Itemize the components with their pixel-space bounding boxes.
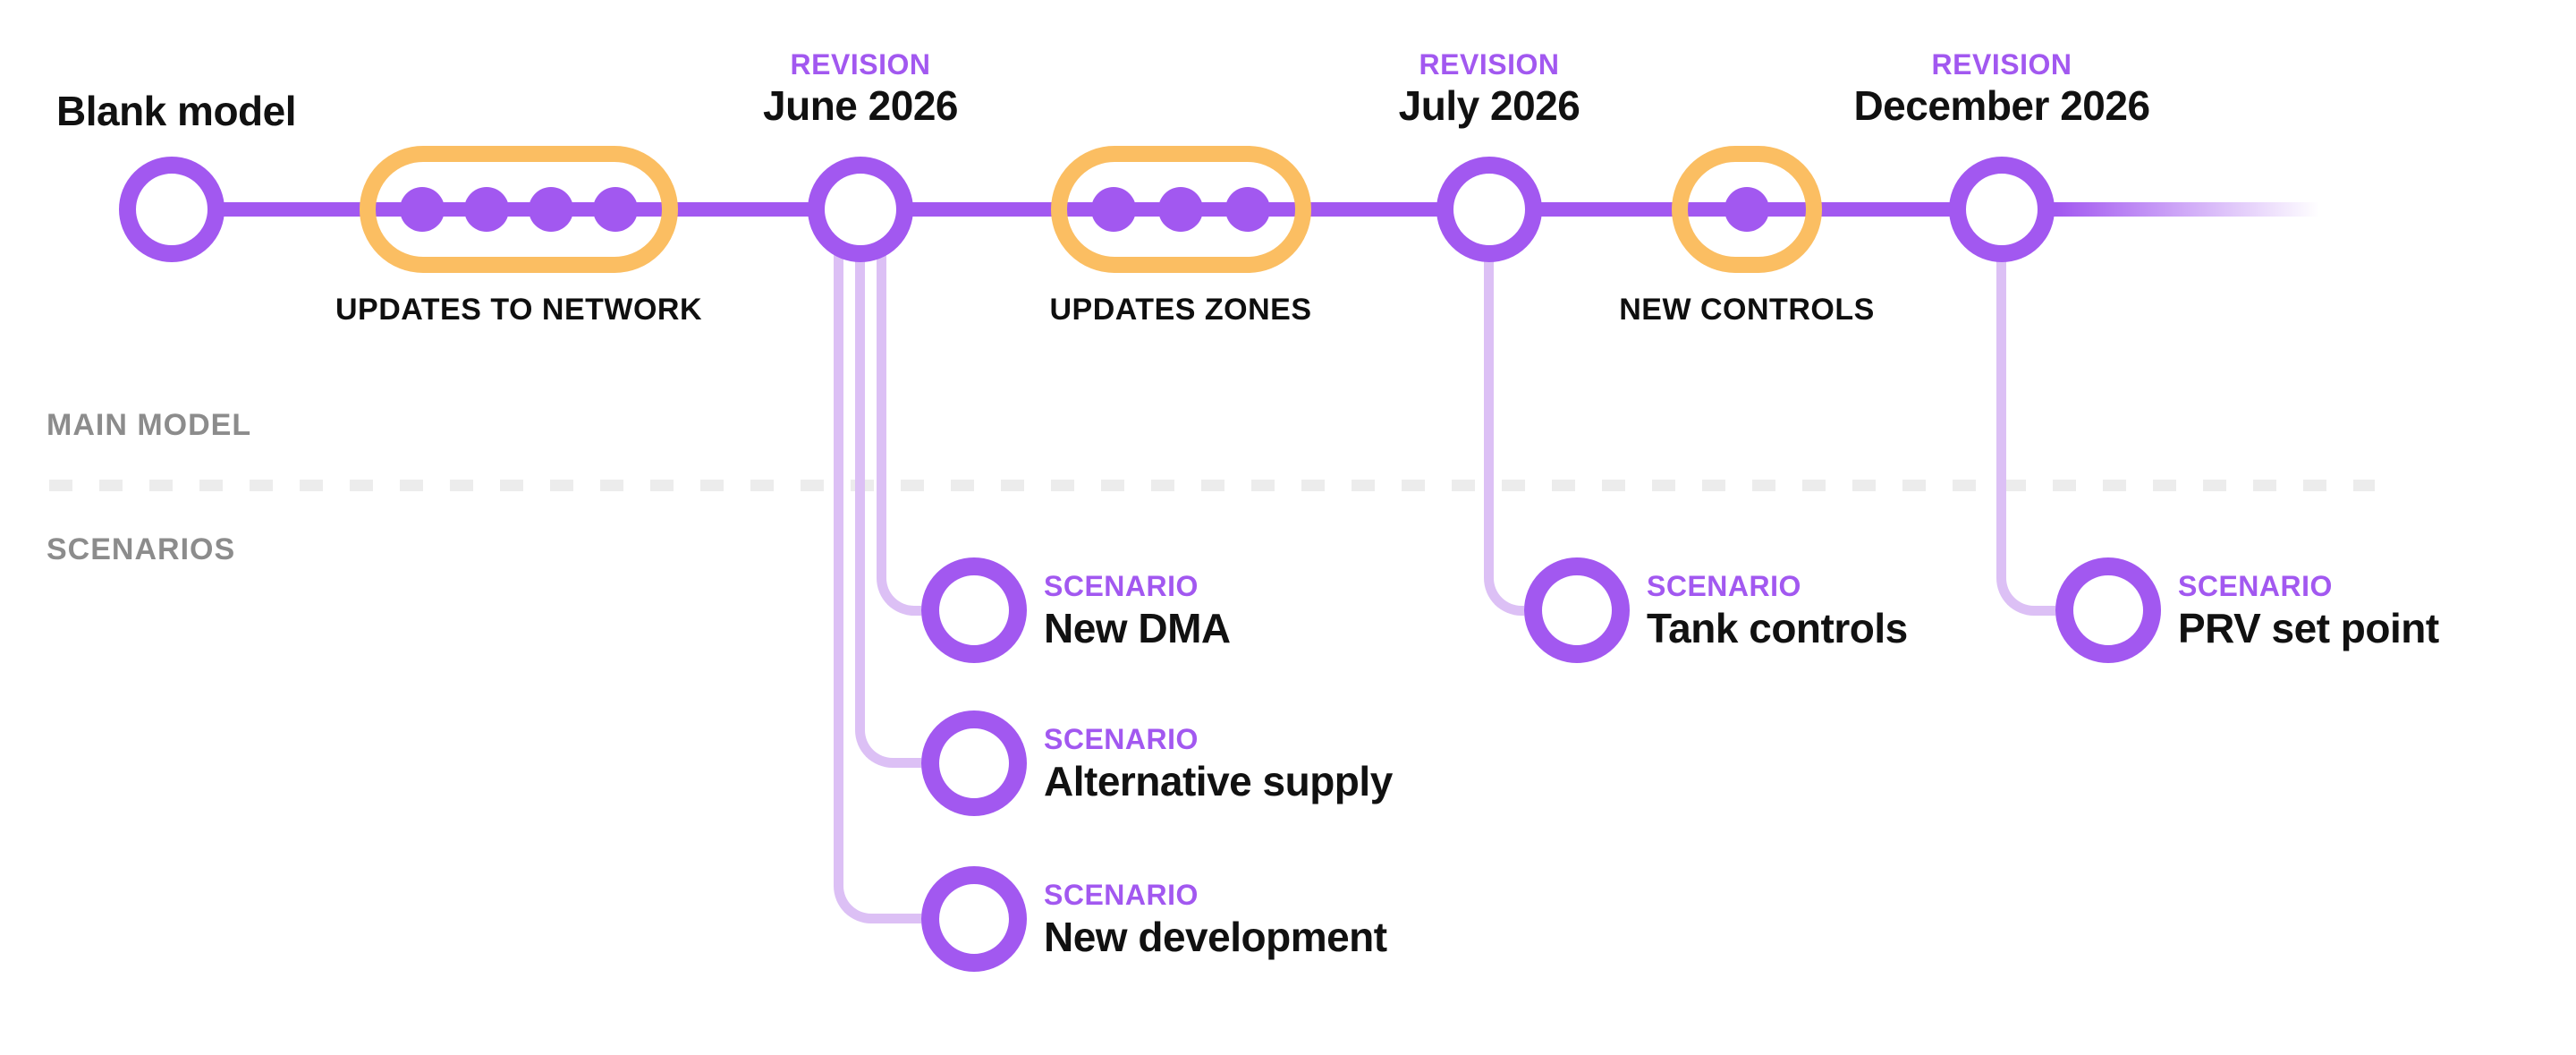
scenario-label-new-dma: SCENARIO New DMA: [1044, 568, 1231, 652]
update-dot: [593, 187, 638, 232]
scenario-tag: SCENARIO: [1647, 570, 1801, 602]
scenario-label-prv-set-point: SCENARIO PRV set point: [2178, 568, 2439, 652]
scenario-node-tank-controls: [1524, 557, 1630, 663]
update-group-caption-controls: NEW CONTROLS: [1619, 293, 1875, 327]
revision-node-july-2026: [1436, 157, 1542, 262]
start-node-blank-model: [119, 157, 225, 262]
update-dot: [529, 187, 573, 232]
scenario-node-alternative-supply: [921, 710, 1027, 816]
update-group-caption-zones: UPDATES ZONES: [1049, 293, 1312, 327]
revision-label-december-2026: REVISION December 2026: [1853, 47, 2150, 129]
revision-date: July 2026: [1398, 82, 1580, 129]
revision-tag: REVISION: [790, 48, 931, 81]
revision-label-july-2026: REVISION July 2026: [1399, 47, 1580, 129]
scenario-name: Tank controls: [1647, 605, 1908, 651]
revision-tag: REVISION: [1931, 48, 2072, 81]
update-dot: [464, 187, 509, 232]
branch-line-july-to-tank-controls: [1484, 251, 1524, 616]
revision-label-june-2026: REVISION June 2026: [763, 47, 958, 129]
scenario-tag: SCENARIO: [2178, 570, 2333, 602]
lane-label-main-model: MAIN MODEL: [47, 408, 252, 442]
branch-line-june-to-new-dma: [877, 251, 921, 616]
scenario-label-tank-controls: SCENARIO Tank controls: [1647, 568, 1908, 652]
branch-line-december-to-prv-set-point: [1996, 251, 2055, 616]
scenario-tag: SCENARIO: [1044, 723, 1199, 755]
scenario-name: New DMA: [1044, 605, 1231, 651]
revision-tag: REVISION: [1419, 48, 1560, 81]
scenario-tag: SCENARIO: [1044, 570, 1199, 602]
scenario-node-prv-set-point: [2055, 557, 2161, 663]
revision-date: December 2026: [1853, 82, 2150, 129]
scenario-node-new-development: [921, 866, 1027, 972]
update-dot: [1225, 187, 1270, 232]
scenario-node-new-dma: [921, 557, 1027, 663]
lane-divider-dashed-line: [49, 480, 2375, 491]
scenario-name: PRV set point: [2178, 605, 2439, 651]
scenario-name: New development: [1044, 914, 1387, 960]
revision-date: June 2026: [763, 82, 958, 129]
revision-node-june-2026: [808, 157, 913, 262]
branch-line-june-to-alternative-supply: [855, 251, 921, 768]
start-node-label: Blank model: [55, 88, 297, 134]
update-dot: [1158, 187, 1203, 232]
update-dot: [1091, 187, 1136, 232]
branch-line-june-to-new-development: [834, 251, 921, 923]
lane-label-scenarios: SCENARIOS: [47, 532, 236, 566]
scenario-name: Alternative supply: [1044, 758, 1393, 804]
update-dot: [400, 187, 445, 232]
scenario-label-alternative-supply: SCENARIO Alternative supply: [1044, 721, 1393, 805]
update-group-caption-network: UPDATES TO NETWORK: [335, 293, 703, 327]
scenario-tag: SCENARIO: [1044, 879, 1199, 911]
scenario-label-new-development: SCENARIO New development: [1044, 877, 1387, 961]
update-dot: [1724, 187, 1769, 232]
revision-node-december-2026: [1949, 157, 2055, 262]
